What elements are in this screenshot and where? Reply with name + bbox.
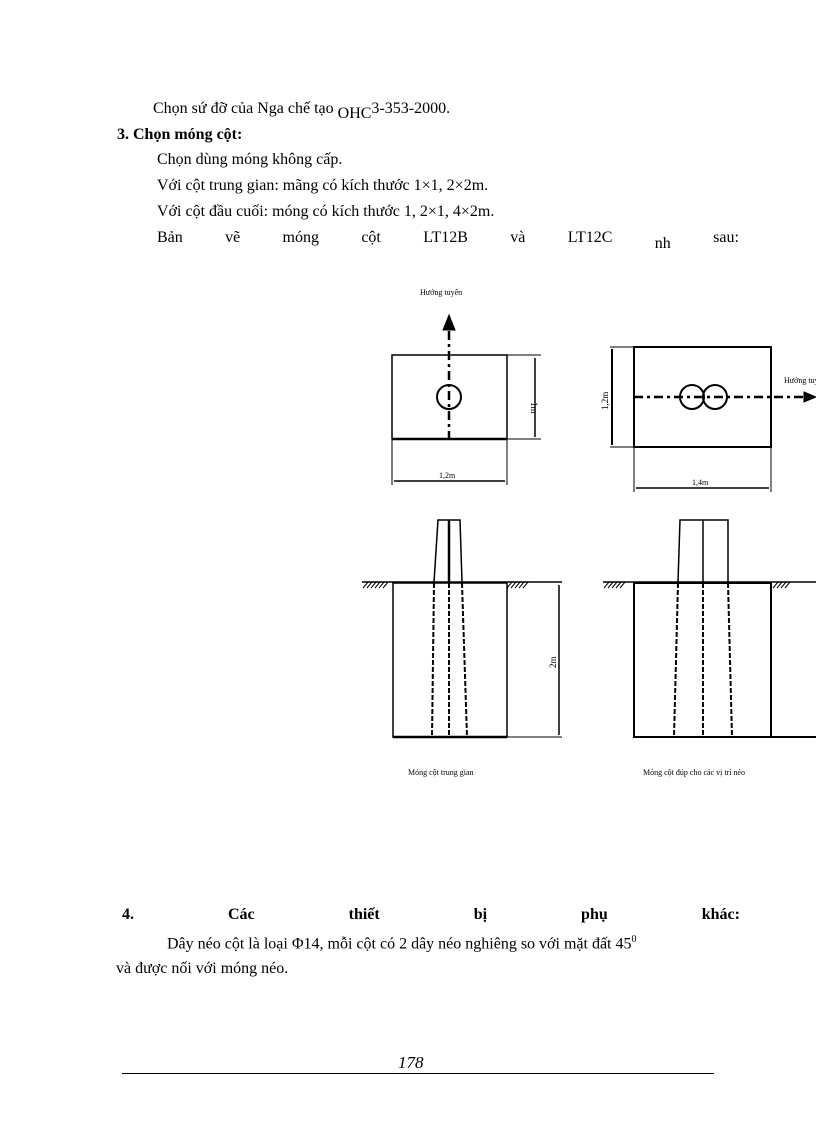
word: nh [654, 235, 671, 252]
word: cột [361, 229, 381, 246]
word: Bản [157, 229, 183, 246]
direction-label: Hướng tuyến [420, 288, 462, 297]
foundation-section-2 [603, 519, 816, 738]
word: bị [473, 906, 488, 923]
word: 4. [122, 906, 134, 923]
superscript: 0 [631, 934, 637, 945]
text-line: Với cột đầu cuối: móng có kích thước 1, … [157, 203, 495, 220]
word: vẽ [225, 229, 241, 246]
pole-circle [702, 384, 728, 410]
word: LT12B [423, 229, 468, 246]
text-line: Dây néo cột là loại Φ14, mỗi cột có 2 dâ… [167, 934, 637, 953]
page-number: 178 [398, 1053, 424, 1072]
dim-label: 1m [529, 402, 539, 414]
arrow-up-icon [442, 313, 456, 331]
pole-circle [436, 384, 462, 410]
text: 3-353-2000. [371, 100, 451, 117]
subscript-ohc: OHC [337, 105, 372, 122]
heading-section-4: 4. Các thiết bị phụ khác: [122, 906, 740, 924]
text: Dây néo cột là loại Φ14, mỗi cột có 2 dâ… [167, 935, 632, 953]
caption: Móng cột trung gian [408, 768, 474, 777]
text-line: Với cột trung gian: mãng có kích thước 1… [157, 177, 489, 194]
word: LT12C [567, 229, 613, 246]
foundation-section-1: 2m [362, 519, 562, 739]
word: thiết [348, 906, 380, 923]
text-line-justified: Bản vẽ móng cột LT12B và LT12C nh sau: [157, 229, 739, 252]
dim-label: 1,4m [692, 478, 709, 487]
text: Chọn sứ đỡ của Nga chế tạo [153, 100, 338, 117]
dim-label: 1,2m [600, 392, 610, 410]
footer-divider [122, 1073, 714, 1074]
text-line: Chọn dùng móng không cấp. [157, 151, 343, 168]
dim-label: 2m [548, 656, 558, 668]
direction-label: Hướng tuyến [784, 376, 816, 385]
word: phụ [581, 906, 608, 923]
caption: Móng cột đúp cho các vị trí néo [643, 768, 745, 777]
word: khác: [701, 906, 740, 923]
text-line-insulator: Chọn sứ đỡ của Nga chế tạo OHC3-353-2000… [153, 100, 451, 122]
heading-section-3: 3. Chọn móng cột: [117, 126, 243, 143]
arrow-right-icon [803, 391, 816, 403]
dim-label: 1,2m [439, 471, 456, 480]
text-line: và được nối với móng néo. [116, 960, 289, 977]
word: và [510, 229, 526, 246]
word: Các [227, 906, 255, 923]
word: sau: [713, 229, 739, 246]
word: móng [282, 229, 319, 246]
